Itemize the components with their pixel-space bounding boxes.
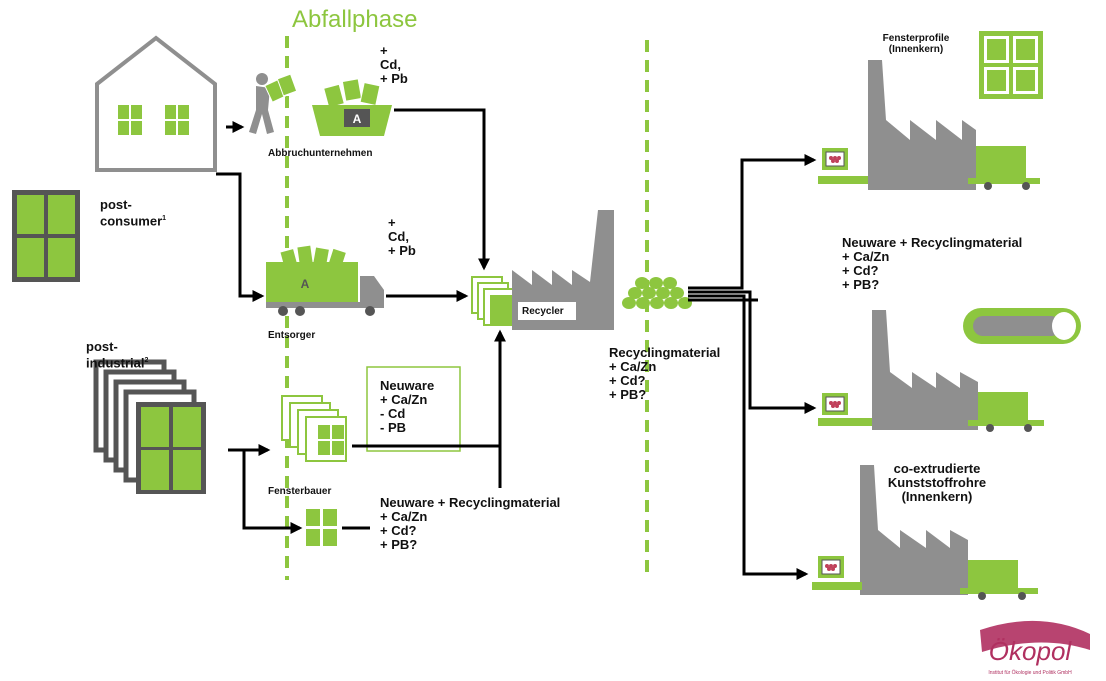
mixed-output-label: Neuware + Recyclingmaterial + Ca/Zn + Cd…	[842, 235, 1023, 292]
post-industrial-label: post- industrial2	[86, 326, 148, 370]
phase-title: Abfallphase	[292, 6, 418, 33]
recycler-factory-icon	[512, 210, 614, 330]
new-material-box	[366, 366, 461, 452]
factory-mixed-icon	[818, 310, 1044, 432]
logo-wordmark: Ökopol	[989, 636, 1073, 666]
okopol-logo: Ökopol Institut für Ökologie und Politik…	[980, 620, 1090, 676]
recycling-material-text: Recyclingmaterial + Ca/Zn + Cd? + PB?	[609, 345, 721, 402]
logo-tagline: Institut für Ökologie und Politik GmbH	[988, 669, 1072, 676]
window-maker-icon	[281, 395, 347, 462]
window-icon	[12, 190, 80, 282]
post-consumer-text: post- consumer	[100, 197, 163, 229]
truck-letter: A	[301, 277, 310, 291]
recycler-input-icon	[471, 276, 515, 326]
arrow-to-window-profiles	[688, 154, 817, 290]
window-stack-icon	[93, 359, 206, 494]
window-profile-icon	[979, 31, 1043, 99]
flow-arrows	[216, 108, 817, 580]
arrow-to-pipes	[688, 294, 809, 580]
window-profiles-label: Fensterprofile (Innenkern)	[882, 33, 950, 55]
house-icon	[95, 35, 217, 172]
post-consumer-footnote: 1	[162, 215, 167, 222]
demolition-additives: + Cd, + Pb	[380, 43, 408, 86]
window-maker-label: Fensterbauer	[268, 486, 332, 497]
arrow-house-to-truck	[216, 172, 265, 302]
recycler-label-box	[518, 302, 576, 320]
truck-icon	[266, 244, 384, 316]
new-material-text: Neuware + Ca/Zn - Cd - PB	[380, 378, 435, 435]
pipe-icon	[963, 308, 1081, 344]
recycler-label: Recycler	[522, 306, 564, 317]
post-industrial-footnote: 2	[144, 357, 149, 364]
factory-pipes-icon	[812, 465, 1038, 600]
disposal-label: Entsorger	[268, 330, 316, 341]
factory-window-profiles-icon	[818, 60, 1040, 190]
arrow-stack-to-small-window	[242, 450, 303, 534]
arrow-container-to-recycler	[394, 108, 490, 271]
arrow-to-mixed	[688, 290, 817, 414]
container-icon	[312, 78, 392, 136]
demolition-label: Abbruchunternehmen	[268, 148, 373, 159]
pipes-label: co-extrudierte Kunststoffrohre (Innenker…	[887, 461, 987, 504]
worker-icon	[249, 73, 298, 134]
post-industrial-text: post- industrial	[86, 339, 145, 371]
pellets-icon	[622, 277, 692, 309]
container-letter: A	[353, 112, 362, 126]
disposal-additives: + Cd, + Pb	[388, 215, 416, 258]
small-window-icon	[306, 509, 337, 546]
post-consumer-label: post- consumer1	[100, 184, 166, 228]
new-plus-recycled-text: Neuware + Recyclingmaterial + Ca/Zn + Cd…	[380, 495, 561, 552]
